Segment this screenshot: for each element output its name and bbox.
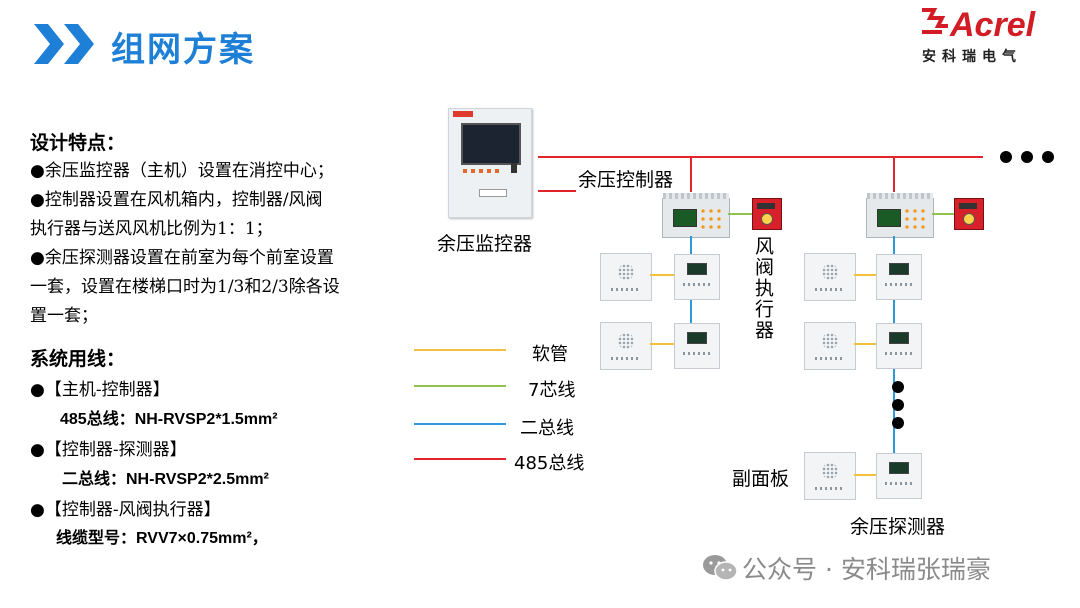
wiring-spec: 485总线：NH-RVSP2*1.5mm² xyxy=(60,411,278,428)
wiring-item: ●【控制器-风阀执行器】 xyxy=(30,500,221,520)
line-hose xyxy=(854,474,878,476)
host-label: 余压监控器 xyxy=(437,233,533,255)
controller-device xyxy=(866,193,934,238)
line-hose xyxy=(650,343,674,345)
detector-device xyxy=(674,323,720,369)
sub-panel-device xyxy=(804,452,856,500)
line-7core xyxy=(932,213,954,215)
bus-485-drop xyxy=(690,156,692,192)
sub-panel-device xyxy=(804,253,856,301)
wiring-heading: 系统用线： xyxy=(30,348,126,370)
wiring-item: ●【控制器-探测器】 xyxy=(30,440,187,460)
sub-panel-device xyxy=(600,322,652,370)
host-monitor-device xyxy=(448,108,532,218)
bus-485-stub xyxy=(538,190,608,192)
legend-label: 二总线 xyxy=(520,418,574,439)
legend-label: 485总线 xyxy=(514,453,585,474)
legend-label: 软管 xyxy=(532,344,568,365)
continuation-dot xyxy=(1042,151,1054,163)
wiring-spec: 线缆型号：RVV7×0.75mm²， xyxy=(56,530,268,547)
bus-485-drop xyxy=(893,156,895,192)
detector-device xyxy=(876,254,922,300)
feature-line: 执行器与送风风机比例为1：1； xyxy=(30,219,273,239)
feature-line: 一套，设置在楼梯口时为1/3和2/3除各设 xyxy=(30,277,340,297)
page-title: 组网方案 xyxy=(111,30,255,70)
legend-label: 7芯线 xyxy=(528,380,576,401)
controller-device xyxy=(662,193,730,238)
legend-line-485 xyxy=(414,458,506,460)
logo-subtitle: 安科瑞电气 xyxy=(922,49,1022,65)
detector-device xyxy=(876,453,922,499)
wechat-icon xyxy=(703,555,738,581)
features-heading: 设计特点： xyxy=(30,132,126,154)
damper-actuator-device xyxy=(752,198,782,230)
detector-device xyxy=(674,254,720,300)
damper-actuator-device xyxy=(954,198,984,230)
continuation-dot xyxy=(892,381,904,393)
sub-panel-device xyxy=(600,253,652,301)
line-hose xyxy=(854,343,878,345)
logo-wordmark: Acrel xyxy=(950,6,1036,44)
wiring-spec: 二总线：NH-RVSP2*2.5mm² xyxy=(62,471,269,488)
detector-label: 余压探测器 xyxy=(850,516,946,538)
acrel-logo-icon xyxy=(922,8,948,34)
controller-label: 余压控制器 xyxy=(576,165,676,192)
feature-line: ●余压监控器（主机）设置在消控中心； xyxy=(30,161,334,181)
feature-line: ●控制器设置在风机箱内，控制器/风阀 xyxy=(30,190,323,210)
sub-panel-label: 副面板 xyxy=(732,468,790,490)
line-hose xyxy=(650,274,674,276)
legend-line-hose xyxy=(414,349,506,351)
continuation-dot xyxy=(1021,151,1033,163)
continuation-dot xyxy=(1000,151,1012,163)
watermark-text: 公众号 · 安科瑞张瑞豪 xyxy=(742,555,991,584)
line-hose xyxy=(854,274,878,276)
sub-panel-device xyxy=(804,322,856,370)
line-7core xyxy=(728,213,752,215)
legend-line-7core xyxy=(414,385,506,387)
legend-line-2bus xyxy=(414,423,506,425)
feature-line: 置一套； xyxy=(30,306,98,326)
damper-label: 风阀执行器 xyxy=(752,236,774,341)
chevron-arrows-icon xyxy=(34,24,94,64)
continuation-dot xyxy=(892,417,904,429)
features-list: ●余压监控器（主机）设置在消控中心； ●控制器设置在风机箱内，控制器/风阀 执行… xyxy=(30,157,410,331)
bus-485-main xyxy=(538,156,983,158)
wiring-item: ●【主机-控制器】 xyxy=(30,380,170,400)
continuation-dot xyxy=(892,399,904,411)
feature-line: ●余压探测器设置在前室为每个前室设置 xyxy=(30,248,334,268)
detector-device xyxy=(876,323,922,369)
